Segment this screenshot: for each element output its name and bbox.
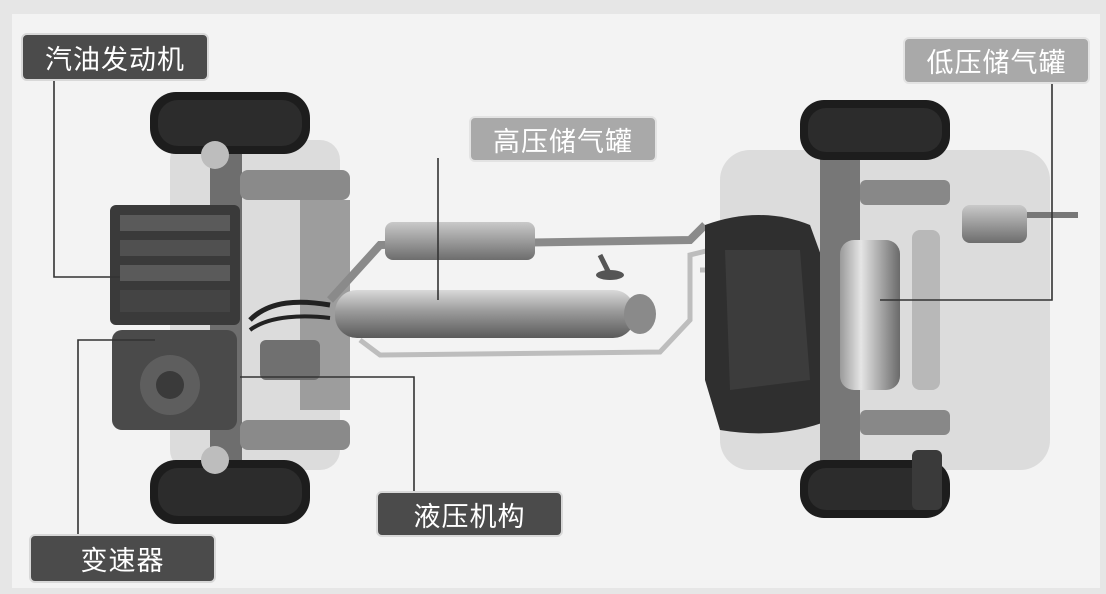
label-gasoline-engine: 汽油发动机: [21, 33, 209, 81]
leader-low-pressure-tank: [880, 82, 1053, 301]
leader-gasoline-engine: [53, 80, 120, 278]
rear-left-tire: [800, 100, 950, 160]
front-left-tire: [150, 92, 310, 169]
exhaust-system: [327, 222, 708, 303]
leader-hydraulic-mechanism: [240, 376, 415, 492]
low-pressure-tank: [840, 230, 940, 390]
gasoline-engine: [110, 205, 240, 325]
label-transmission: 变速器: [29, 534, 216, 583]
high-pressure-tank: [335, 290, 656, 338]
label-low-pressure-tank: 低压储气罐: [903, 37, 1090, 84]
leader-lines: [53, 80, 1053, 535]
leader-transmission: [77, 339, 155, 535]
fuel-tank: [705, 215, 830, 434]
transmission: [112, 330, 237, 430]
label-high-pressure-tank: 高压储气罐: [469, 116, 657, 162]
rear-muffler: [962, 205, 1078, 243]
front-right-tire: [150, 446, 310, 524]
rear-right-tire: [800, 450, 950, 518]
hydraulic-mechanism: [248, 299, 331, 380]
label-hydraulic-mechanism: 液压机构: [376, 491, 563, 537]
